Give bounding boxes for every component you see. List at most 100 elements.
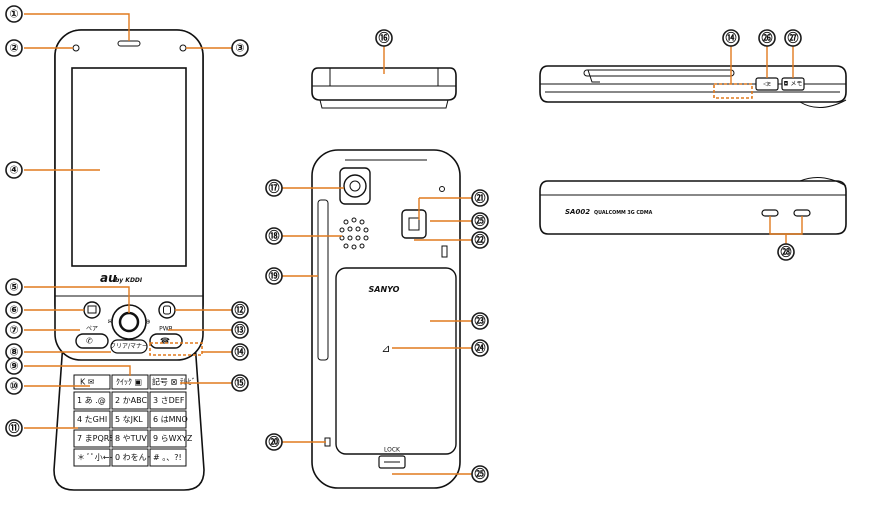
callout-25a: ㉕: [472, 213, 488, 229]
callout-26: ㉖: [759, 30, 775, 46]
svg-text:㉗: ㉗: [788, 31, 799, 45]
callout-5: ⑤: [6, 279, 22, 295]
callout-9: ⑨: [6, 358, 22, 374]
callout-25b: ㉕: [472, 466, 488, 482]
key-4-label: 4 たGHI: [77, 415, 107, 424]
callout-21: ㉑: [472, 190, 488, 206]
svg-text:⑳: ⑳: [269, 435, 280, 449]
label-clear: クリア/マナー: [110, 343, 148, 350]
callout-20: ⑳: [266, 434, 282, 450]
svg-text:⑮: ⑮: [235, 376, 246, 390]
symbol-tv-key-label: 記号 ⊠ ﾃﾚﾋﾞ: [152, 377, 196, 387]
bottom-cdma: QUALCOMM 3G CDMA: [594, 210, 653, 216]
phone-top-view: [312, 46, 456, 108]
back-small-slot: [442, 246, 447, 257]
callout-28: ㉘: [778, 244, 794, 260]
callout-22: ㉒: [472, 232, 488, 248]
side-button-2-label: ◘ メモ: [784, 81, 803, 88]
svg-text:㉑: ㉑: [475, 191, 486, 205]
callout-16: ⑯: [376, 30, 392, 46]
svg-text:⑫: ⑫: [235, 303, 246, 317]
label-pea: ペア: [86, 326, 98, 333]
svg-text:⑪: ⑪: [9, 421, 20, 435]
callout-19: ⑲: [266, 268, 282, 284]
svg-text:㉕: ㉕: [475, 214, 486, 228]
svg-text:㉘: ㉘: [781, 245, 792, 259]
svg-text:⑧: ⑧: [9, 346, 18, 359]
callout-10: ⑩: [6, 378, 22, 394]
callout-23: ㉓: [472, 313, 488, 329]
key-0-label: 0 わをんー: [115, 453, 155, 462]
svg-text:㉖: ㉖: [762, 31, 773, 45]
callout-1: ①: [6, 6, 22, 22]
display: [72, 68, 186, 266]
svg-text:⑨: ⑨: [9, 360, 18, 373]
address-book-key: [84, 302, 100, 318]
side-rail: [318, 200, 328, 360]
call-icon: ✆: [86, 337, 93, 346]
phone-front-view: au by KDDI ✉ ⊕ ペア ✆ PWR ☎ クリア/マナー K ✉ ｸｲ…: [54, 30, 204, 490]
top-view-base: [320, 100, 448, 108]
callout-15: ⑮: [232, 375, 248, 391]
phone-back-view: SANYO ⊿ LOCK: [312, 150, 460, 488]
phone-bottom-view: SA002 QUALCOMM 3G CDMA: [540, 177, 846, 244]
svg-text:⑥: ⑥: [9, 304, 18, 317]
quick-key-label: ｸｲｯｸ ▣: [116, 378, 142, 387]
front-sensor-right: [180, 45, 186, 51]
key-9-label: 9 らWXYZ: [153, 434, 193, 443]
svg-text:⑤: ⑤: [9, 281, 18, 294]
battery-cover: [336, 268, 456, 454]
svg-text:⑬: ⑬: [235, 323, 246, 337]
callout-18: ⑱: [266, 228, 282, 244]
callout-3: ③: [232, 40, 248, 56]
side-button-1-label: ◁ᴇ: [763, 81, 771, 88]
callout-4: ④: [6, 162, 22, 178]
key-1-label: 1 あ .@: [77, 396, 106, 405]
svg-text:㉕: ㉕: [475, 467, 486, 481]
callout-2: ②: [6, 40, 22, 56]
mail-mini-icon: ✉: [107, 319, 112, 326]
svg-text:③: ③: [235, 42, 244, 55]
app-key: [159, 302, 175, 318]
back-brand: SANYO: [369, 285, 400, 294]
callout-7: ⑦: [6, 322, 22, 338]
callout-14-side: ⑭: [723, 30, 739, 46]
key-3-label: 3 さDEF: [153, 396, 185, 405]
svg-text:㉔: ㉔: [475, 341, 486, 355]
center-key: [120, 313, 138, 331]
key-5-label: 5 なJKL: [115, 415, 143, 424]
lock-label: LOCK: [384, 447, 401, 454]
svg-text:④: ④: [9, 164, 18, 177]
svg-text:⑩: ⑩: [9, 380, 18, 393]
earpiece: [118, 41, 140, 46]
callout-6: ⑥: [6, 302, 22, 318]
callout-14: ⑭: [232, 344, 248, 360]
svg-text:①: ①: [9, 8, 18, 21]
key-2-label: 2 かABC: [115, 396, 147, 405]
callout-27: ㉗: [785, 30, 801, 46]
svg-text:⑯: ⑯: [379, 31, 390, 45]
svg-text:⑰: ⑰: [269, 181, 280, 195]
callout-24: ㉔: [472, 340, 488, 356]
callout-12: ⑫: [232, 302, 248, 318]
key-6-label: 6 はMNO: [153, 415, 188, 424]
bottom-model: SA002: [565, 208, 590, 216]
svg-text:㉓: ㉓: [475, 314, 486, 328]
front-sensor-left: [73, 45, 79, 51]
key-7-label: 7 まPQRS: [77, 434, 114, 443]
key-asterisk-label: ＊ ﾞﾟ小←→: [77, 453, 116, 462]
mail-key-label: K ✉: [80, 378, 95, 387]
svg-text:②: ②: [9, 42, 18, 55]
brand-kddi: by KDDI: [115, 277, 143, 284]
label-pwr: PWR: [159, 326, 173, 333]
callout-13: ⑬: [232, 322, 248, 338]
web-mini-icon: ⊕: [145, 319, 150, 326]
bottom-port-right: [794, 210, 810, 216]
phone-side-view: ◁ᴇ ◘ メモ: [540, 46, 846, 108]
callout-11: ⑪: [6, 420, 22, 436]
key-8-label: 8 やTUV: [115, 434, 147, 443]
bottom-port-left: [762, 210, 778, 216]
svg-text:⑭: ⑭: [726, 31, 737, 45]
svg-text:⑱: ⑱: [269, 229, 280, 243]
